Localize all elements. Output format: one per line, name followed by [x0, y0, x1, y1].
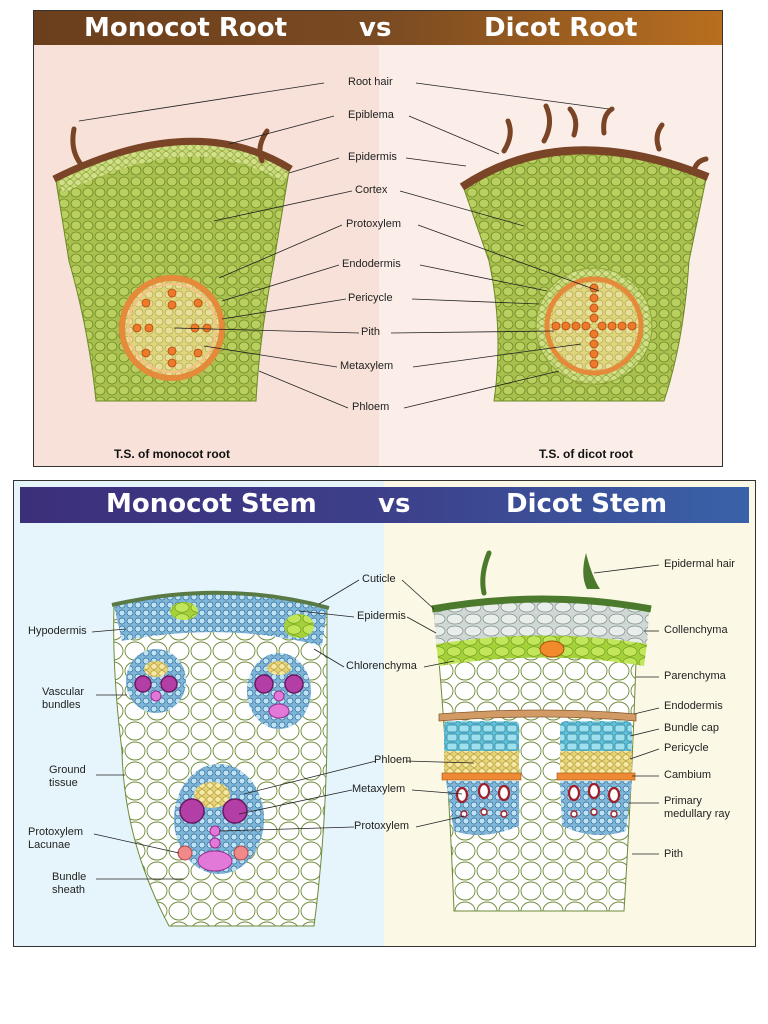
stem-label-pericycle: Pericycle — [664, 742, 709, 754]
stem-label-bundle-sheath: Bundle sheath — [52, 871, 87, 896]
stem-label-parenchyma: Parenchyma — [664, 670, 726, 682]
stem-label-vascular-bundles: Vascular bundles — [42, 686, 84, 711]
root-label-root-hair: Root hair — [348, 76, 393, 88]
monocot-stem-section — [111, 590, 330, 927]
stem-label-primary-medullary-ray: Primary medullary ray — [664, 795, 731, 820]
stem-label-pith: Pith — [664, 848, 683, 860]
stem-label-collenchyma: Collenchyma — [664, 624, 728, 636]
stem-label-ground-tissue: Ground tissue — [49, 764, 86, 789]
caption-dicot-root: T.S. of dicot root — [539, 447, 633, 461]
stem-label-protoxylem-lacunae: Protoxylem Lacunae — [28, 826, 84, 851]
title-vs-root: vs — [359, 13, 392, 43]
root-diagram — [52, 82, 710, 409]
stem-label-endodermis: Endodermis — [664, 700, 723, 712]
monocot-vascular-bundle-3 — [174, 764, 264, 874]
stem-label-cambium: Cambium — [664, 769, 712, 781]
root-label-protoxylem: Protoxylem — [346, 218, 402, 230]
root-title-bar: Monocot Root vs Dicot Root — [34, 11, 722, 45]
stem-label-epidermal-hair: Epidermal hair — [664, 558, 735, 570]
root-label-epidermis: Epidermis — [348, 151, 397, 163]
stem-label-hypodermis: Hypodermis — [28, 625, 87, 637]
root-label-metaxylem: Metaxylem — [340, 360, 394, 372]
stem-label-chlorenchyma: Chlorenchyma — [346, 660, 417, 672]
dicot-root-section — [459, 103, 710, 402]
stem-diagram — [91, 550, 660, 927]
stem-label-protoxylem: Protoxylem — [354, 820, 410, 832]
root-label-pericycle: Pericycle — [348, 292, 393, 304]
monocot-vascular-bundle-1 — [126, 649, 186, 713]
title-monocot-stem: Monocot Stem — [106, 489, 317, 519]
title-vs-stem: vs — [378, 489, 411, 519]
stem-leader-lines — [91, 564, 660, 880]
root-label-cortex: Cortex — [355, 184, 388, 196]
root-label-endodermis: Endodermis — [342, 258, 401, 270]
title-dicot-root: Dicot Root — [484, 13, 638, 43]
monocot-root-section — [52, 126, 293, 402]
root-label-epiblema: Epiblema — [348, 109, 394, 121]
title-dicot-stem: Dicot Stem — [506, 489, 668, 519]
stem-label-metaxylem: Metaxylem — [352, 783, 406, 795]
dicot-stem-section — [431, 550, 652, 912]
stem-label-cuticle: Cuticle — [362, 573, 396, 585]
root-comparison-panel: Monocot Root vs Dicot Root — [33, 10, 723, 467]
stem-title-bar: Monocot Stem vs Dicot Stem — [20, 487, 749, 523]
stem-label-phloem: Phloem — [374, 754, 412, 766]
monocot-vascular-bundle-2 — [247, 653, 311, 729]
root-leader-lines — [78, 82, 610, 409]
stem-label-epidermis: Epidermis — [357, 610, 406, 622]
title-monocot-root: Monocot Root — [84, 13, 288, 43]
stem-label-bundle-cap: Bundle cap — [664, 722, 720, 734]
root-label-phloem: Phloem — [352, 401, 390, 413]
stem-comparison-panel: Monocot Stem vs Dicot Stem — [13, 480, 756, 947]
root-label-pith: Pith — [361, 326, 380, 338]
caption-monocot-root: T.S. of monocot root — [114, 447, 230, 461]
